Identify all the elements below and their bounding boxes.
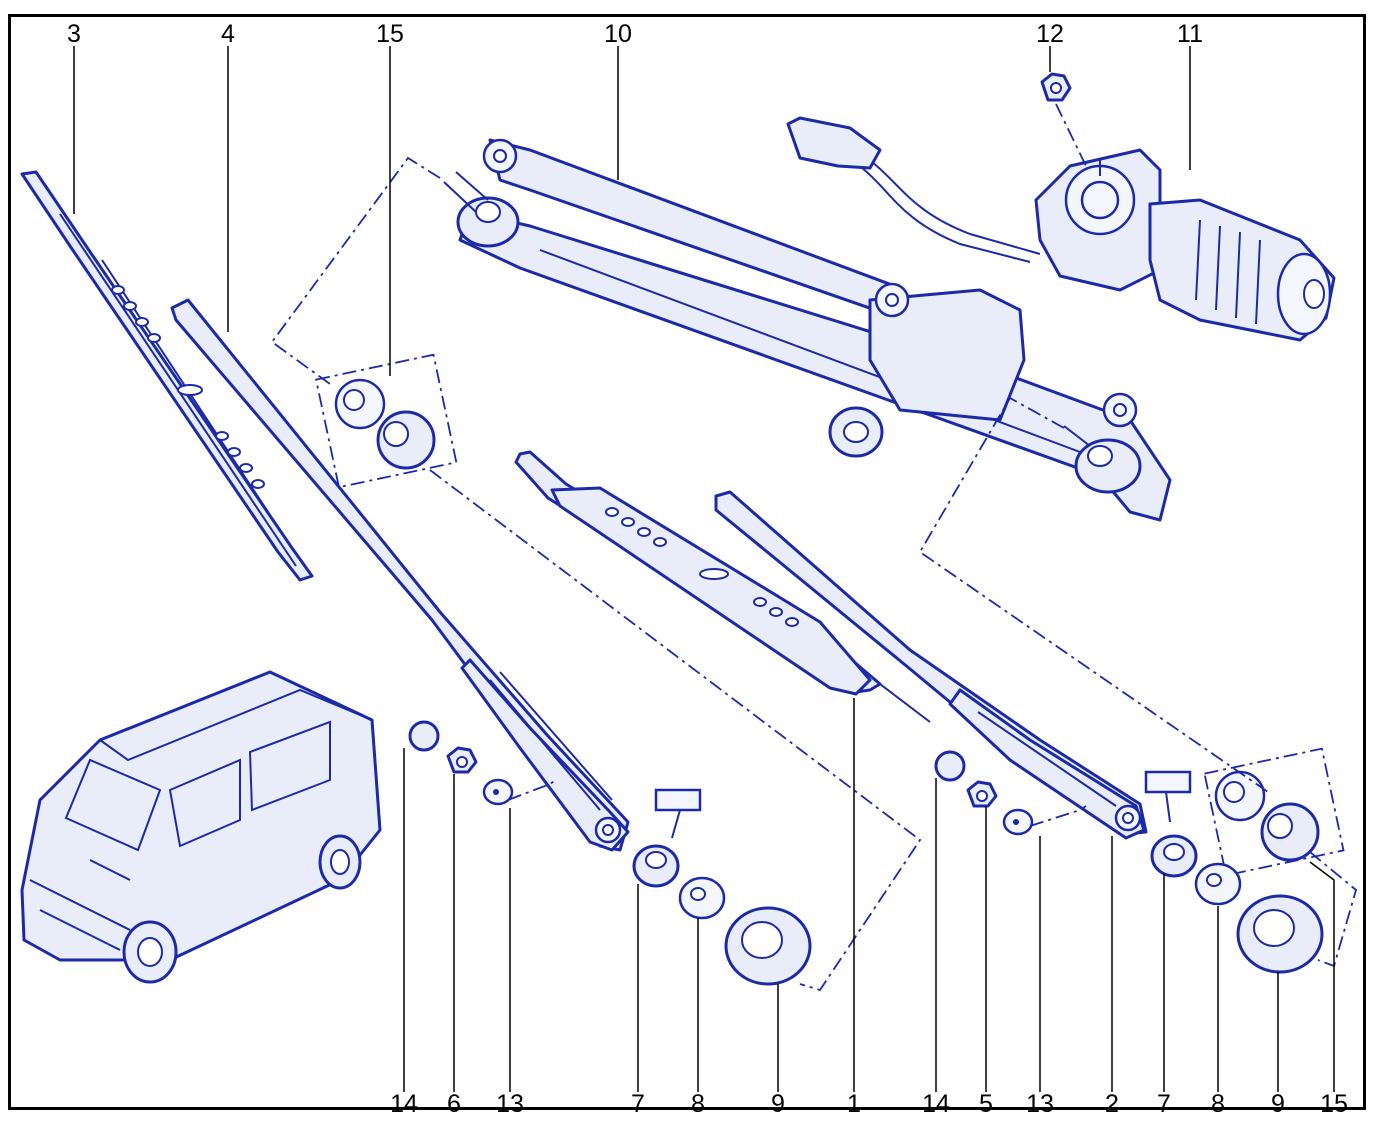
wiper-blade-left-icon [20, 170, 314, 582]
wiper-motor-icon [786, 116, 1336, 342]
callout-4: 4 [221, 20, 235, 48]
wiper-blade-centre-icon [514, 450, 931, 723]
callout-5: 5 [979, 1090, 993, 1118]
callout-7-right: 7 [1157, 1090, 1171, 1118]
callout-9-right: 9 [1271, 1090, 1285, 1118]
callout-1: 1 [847, 1090, 861, 1118]
leader-lines [73, 46, 1335, 1092]
callout-3: 3 [67, 20, 81, 48]
wiper-arm-right-icon [714, 490, 1148, 840]
callout-13-right: 13 [1026, 1090, 1054, 1118]
callout-2: 2 [1105, 1090, 1119, 1118]
callout-15-top: 15 [376, 20, 404, 48]
callout-14-right: 14 [922, 1090, 950, 1118]
callout-11: 11 [1177, 20, 1203, 48]
wiper-linkage-icon [443, 138, 1172, 522]
hardware-right-icon [934, 750, 1324, 974]
callout-13-left: 13 [496, 1090, 524, 1118]
callout-9-left: 9 [771, 1090, 785, 1118]
van-icon [20, 670, 382, 984]
callout-15-bottom: 15 [1320, 1090, 1348, 1118]
callout-8-left: 8 [691, 1090, 705, 1118]
callout-12: 12 [1036, 20, 1064, 48]
callout-6: 6 [447, 1090, 461, 1118]
callout-7-left: 7 [631, 1090, 645, 1118]
callout-14-left: 14 [390, 1090, 418, 1118]
callout-8-right: 8 [1211, 1090, 1225, 1118]
grommet-set-left-icon [315, 353, 458, 489]
wiper-arm-left-icon [170, 298, 630, 852]
hardware-left-icon [408, 720, 812, 986]
nut-icon [1040, 72, 1072, 102]
grommet-set-right-icon [1203, 747, 1345, 877]
callout-10: 10 [604, 20, 632, 48]
